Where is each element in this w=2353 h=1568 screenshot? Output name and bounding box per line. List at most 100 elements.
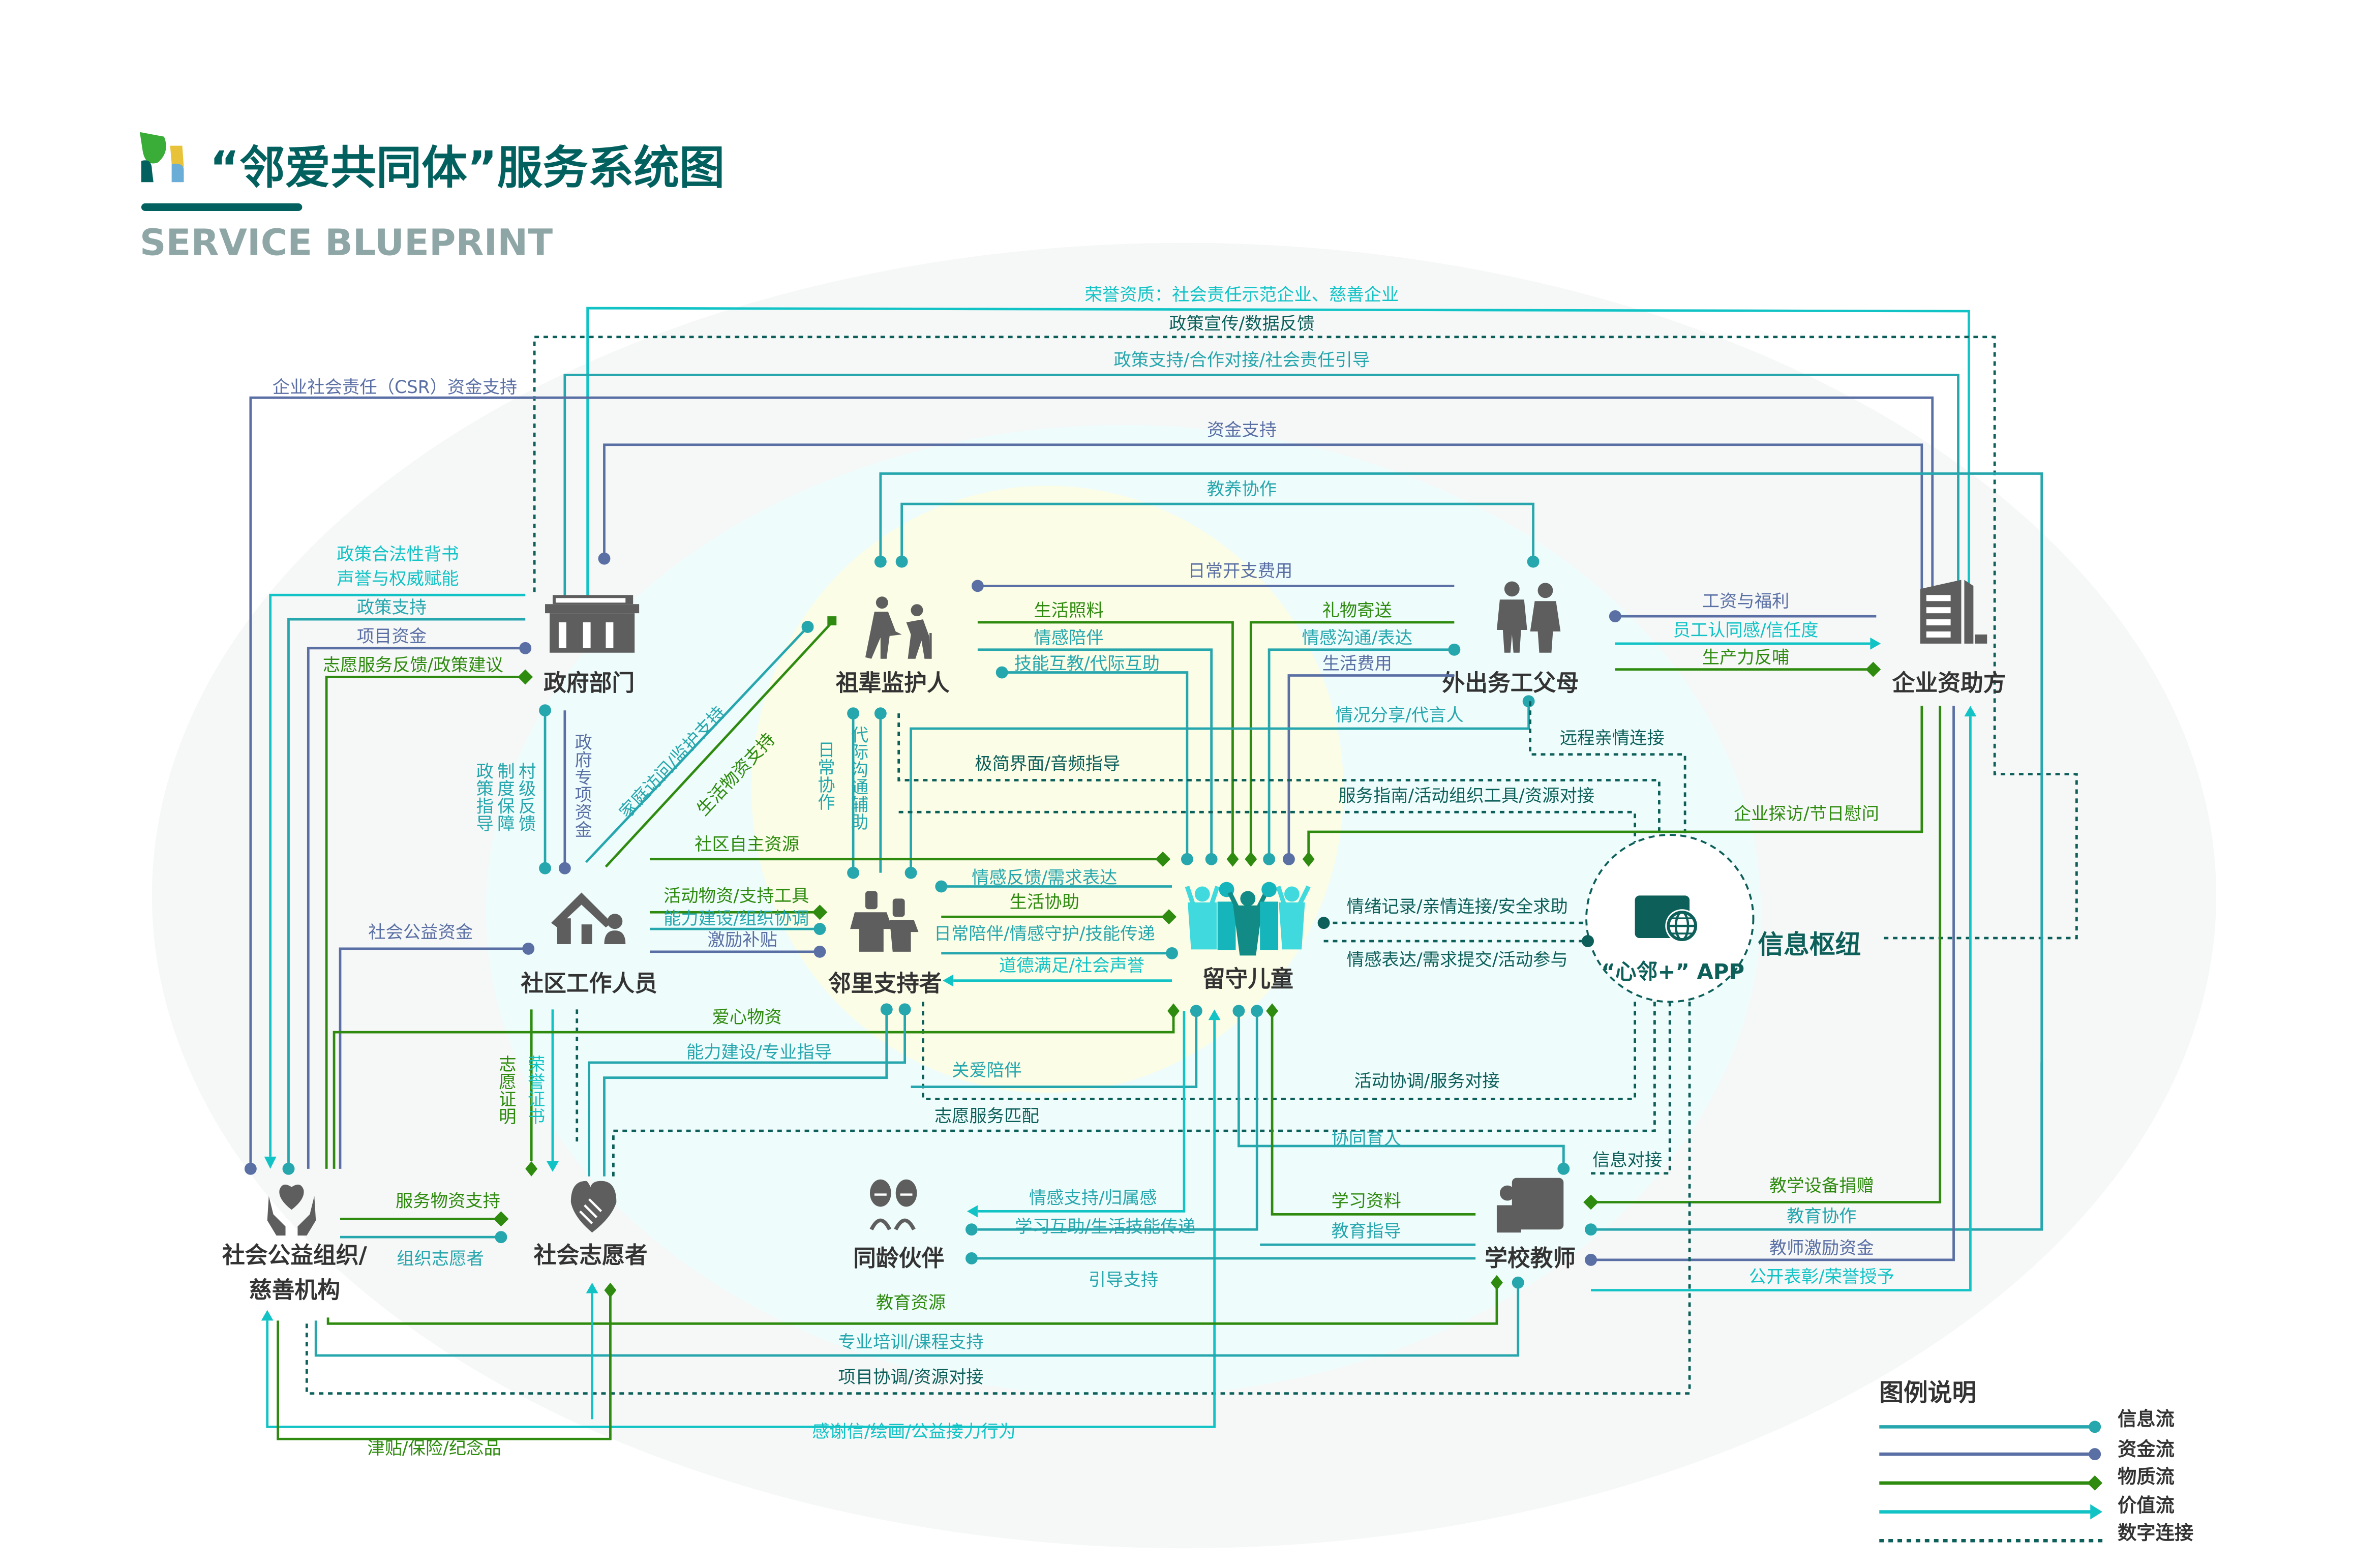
node-parents[interactable]: 外出务工父母: [1442, 581, 1579, 696]
legend-label-value: 价值流: [2118, 1494, 2175, 1517]
legend-item-value: 价值流: [1879, 1494, 2175, 1520]
node-label-ngo-2: 慈善机构: [249, 1277, 340, 1304]
node-volunteers[interactable]: 社会志愿者: [534, 1181, 648, 1269]
node-label-app: “心邻+” APP: [1601, 959, 1744, 984]
lower-flows: 爱心物资 能力建设/专业指导 关爱陪伴 感谢信/绘画/公益接力行为 协同育人 学…: [261, 1003, 1570, 1459]
flow-label-volunteer-match: 志愿服务匹配: [934, 1106, 1039, 1126]
flow-label-system-guarantee: 制度保障: [494, 762, 515, 832]
teacher-board-icon: [1496, 1178, 1564, 1233]
node-label-teachers: 学校教师: [1485, 1245, 1576, 1272]
flow-label-policy-guidance: 政策指导: [473, 762, 493, 832]
node-label-grandparents: 祖辈监护人: [836, 669, 950, 696]
node-neighbors[interactable]: 邻里支持者: [828, 891, 942, 997]
node-label-neighbors: 邻里支持者: [828, 970, 942, 997]
flow-label-project-coord: 项目协调/资源对接: [838, 1367, 983, 1388]
house-person-icon: [551, 892, 626, 944]
app-flows: 情绪记录/亲情连接/安全求助 情感表达/需求提交/活动参与 活动协调/服务对接 …: [305, 896, 1691, 1395]
flow-label-emotional-support: 情感支持/归属感: [1029, 1188, 1157, 1208]
flow-label-incentive-subsidy: 激励补贴: [707, 930, 777, 950]
flow-label-guidance-support: 引导支持: [1089, 1270, 1158, 1290]
children-group-icon: [1185, 882, 1311, 956]
flow-label-legitimacy-1: 政策合法性背书: [337, 545, 459, 565]
info-hub-label: 信息枢纽: [1758, 929, 1861, 959]
flow-label-teaching-equipment: 教学设备捐赠: [1769, 1176, 1874, 1196]
flow-label-moral-satisfaction: 道德满足/社会声誉: [999, 956, 1144, 976]
neighbors-icon: [850, 891, 919, 952]
page-subtitle: SERVICE BLUEPRINT: [140, 221, 553, 264]
node-label-parents: 外出务工父母: [1442, 669, 1579, 696]
node-peers[interactable]: 同龄伙伴: [853, 1179, 944, 1272]
flow-label-gov-special-funds: 政府专项资金: [571, 733, 592, 838]
neighbor-child-flows: 情感反馈/需求表达 生活协助 日常陪伴/情感守护/技能传递 道德满足/社会声誉: [934, 868, 1178, 987]
node-grandparents[interactable]: 祖辈监护人: [836, 596, 950, 696]
node-ngo[interactable]: 社会公益组织/ 慈善机构: [222, 1184, 368, 1304]
flow-label-simple-ui: 极简界面/音频指导: [975, 754, 1120, 774]
flow-label-salary: 工资与福利: [1702, 591, 1790, 612]
page-title: “邻爱共同体”服务系统图: [209, 142, 725, 195]
flow-label-edu-coop: 教育协作: [1787, 1206, 1856, 1226]
flow-label-village-feedback: 村级反馈: [515, 762, 536, 832]
hands-heart-icon: [267, 1184, 316, 1236]
government-building-icon: [545, 595, 640, 653]
legend-label-info: 信息流: [2118, 1407, 2175, 1430]
flow-label-life-care: 生活照料: [1034, 600, 1103, 621]
flow-label-daily-company: 日常陪伴/情感守护/技能传递: [934, 924, 1155, 944]
flow-label-honor-cert: 荣誉证书: [524, 1055, 545, 1125]
legend: 图例说明 信息流 资金流 物质流 价值流 数字连接: [1879, 1379, 2193, 1544]
flow-label-study-materials: 学习资料: [1332, 1191, 1401, 1211]
flow-label-parenting: 教养协作: [1207, 479, 1277, 499]
node-label-government: 政府部门: [544, 669, 635, 696]
flow-label-policy-coop: 政策支持/合作对接/社会责任引导: [1114, 350, 1370, 371]
flow-label-productivity: 生产力反哺: [1702, 648, 1790, 668]
handshake-heart-icon: [570, 1181, 617, 1233]
node-enterprise[interactable]: 企业资助方: [1892, 580, 2006, 696]
flow-label-emotional-comm: 情感沟通/表达: [1302, 628, 1412, 648]
legend-label-material: 物质流: [2118, 1465, 2175, 1488]
flow-label-legitimacy-2: 声誉与权威赋能: [337, 568, 459, 589]
title-underline: [141, 203, 303, 211]
flow-label-edu-guidance: 教育指导: [1332, 1221, 1401, 1242]
elderly-couple-icon: [865, 596, 932, 659]
flow-label-service-supplies: 服务物资支持: [396, 1191, 500, 1211]
header: “邻爱共同体”服务系统图 SERVICE BLUEPRINT: [139, 132, 725, 264]
flow-label-enterprise-visit: 企业探访/节日慰问: [1734, 804, 1879, 824]
family-flows: 日常开支费用 生活照料 情感陪伴 技能互教/代际互助 礼物寄送 情感沟通/表达 …: [814, 561, 1686, 881]
flow-label-living-expense: 生活费用: [1322, 654, 1392, 674]
flow-label-service-guide: 服务指南/活动组织工具/资源对接: [1338, 786, 1594, 806]
flow-label-public-honor: 公开表彰/荣誉授予: [1749, 1267, 1894, 1287]
node-government[interactable]: 政府部门: [544, 595, 640, 696]
flow-label-edu-resources: 教育资源: [876, 1292, 946, 1313]
flow-label-csr: 企业社会责任（CSR）资金支持: [273, 377, 518, 398]
flow-label-intergen-comm: 代际沟通辅助: [848, 726, 868, 830]
flow-label-pro-training: 专业培训/课程支持: [838, 1332, 983, 1352]
flow-label-care-company: 关爱陪伴: [952, 1061, 1021, 1081]
office-building-icon: [1920, 580, 1987, 644]
flow-label-situation-share: 情况分享/代言人: [1336, 705, 1464, 726]
community-flows: 社区自主资源 活动物资/支持工具 能力建设/组织协调 激励补贴 社会公益资金 志…: [339, 834, 1171, 1177]
flow-label-emotion-record: 情绪记录/亲情连接/安全求助: [1347, 896, 1568, 917]
legend-item-info: 信息流: [1879, 1407, 2175, 1433]
flow-label-organize-volunteers: 组织志愿者: [397, 1249, 484, 1269]
flow-label-funding: 资金支持: [1207, 420, 1277, 440]
flow-label-policy-support: 政策支持: [357, 597, 427, 618]
flow-label-gift-sending: 礼物寄送: [1322, 600, 1392, 621]
node-teachers[interactable]: 学校教师: [1485, 1178, 1576, 1272]
node-children[interactable]: 留守儿童: [1185, 882, 1311, 992]
flow-label-community-resources: 社区自主资源: [695, 834, 799, 855]
flow-label-info-connect: 信息对接: [1592, 1150, 1662, 1170]
flow-label-honor: 荣誉资质：社会责任示范企业、慈善企业: [1084, 285, 1399, 305]
flow-label-study-help: 学习互助/生活技能传递: [1015, 1217, 1195, 1237]
node-app[interactable]: “心邻+” APP 信息枢纽: [1585, 834, 1861, 1003]
flow-label-co-education: 协同育人: [1332, 1129, 1401, 1149]
node-community[interactable]: 社区工作人员: [521, 892, 657, 997]
monitor-globe-icon: [1635, 895, 1699, 943]
node-label-peers: 同龄伙伴: [853, 1245, 944, 1272]
flow-label-teacher-incentive: 教师激励资金: [1769, 1238, 1874, 1258]
flow-label-skill-exchange: 技能互教/代际互助: [1014, 654, 1160, 674]
flow-label-capacity-pro: 能力建设/专业指导: [686, 1042, 832, 1063]
node-label-community: 社区工作人员: [521, 970, 657, 997]
flow-label-love-supplies: 爱心物资: [712, 1007, 781, 1028]
flow-label-thanks-letter: 感谢信/绘画/公益接力行为: [812, 1422, 1016, 1442]
flow-label-emotional-company: 情感陪伴: [1034, 628, 1103, 648]
